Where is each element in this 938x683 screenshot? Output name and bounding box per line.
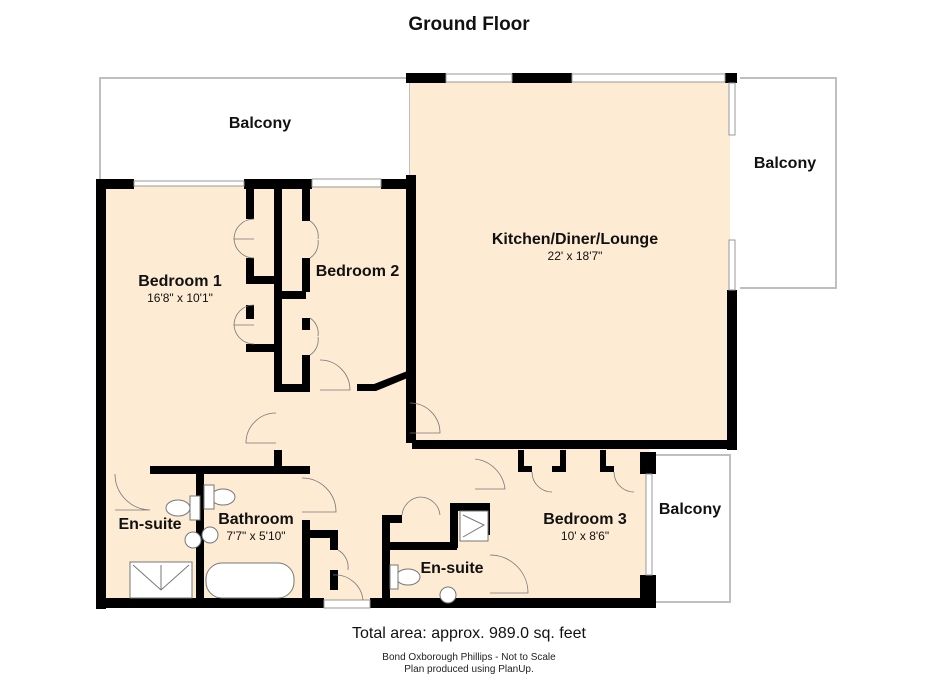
floor-area	[100, 78, 730, 607]
windows	[133, 73, 736, 609]
room-bedroom1: Bedroom 1 16'8" x 10'1"	[138, 273, 222, 305]
room-ensuite1: En-suite	[118, 516, 182, 533]
room-kitchen: Kitchen/Diner/Lounge 22' x 18'7"	[491, 231, 659, 263]
balcony-right-shape	[740, 77, 837, 289]
credit-line-1: Bond Oxborough Phillips - Not to Scale	[382, 652, 556, 663]
balcony-right-label: Balcony	[753, 155, 817, 172]
room-bedroom3: Bedroom 3 10' x 8'6"	[543, 511, 627, 543]
doors	[114, 218, 635, 601]
room-bathroom: Bathroom 7'7" x 5'10"	[218, 511, 294, 543]
total-area: Total area: approx. 989.0 sq. feet	[352, 625, 586, 642]
plan-title: Ground Floor	[408, 14, 530, 35]
room-bedroom2: Bedroom 2	[315, 263, 400, 280]
balcony-top-left-label: Balcony	[228, 115, 292, 132]
walls	[96, 73, 737, 609]
balcony-bottom-right-label: Balcony	[658, 501, 722, 518]
fixtures	[129, 484, 489, 604]
balconies	[99, 77, 837, 603]
room-ensuite2: En-suite	[420, 560, 484, 577]
balcony-bottom-right-shape	[652, 454, 731, 603]
credit-line-2: Plan produced using PlanUp.	[404, 664, 534, 675]
